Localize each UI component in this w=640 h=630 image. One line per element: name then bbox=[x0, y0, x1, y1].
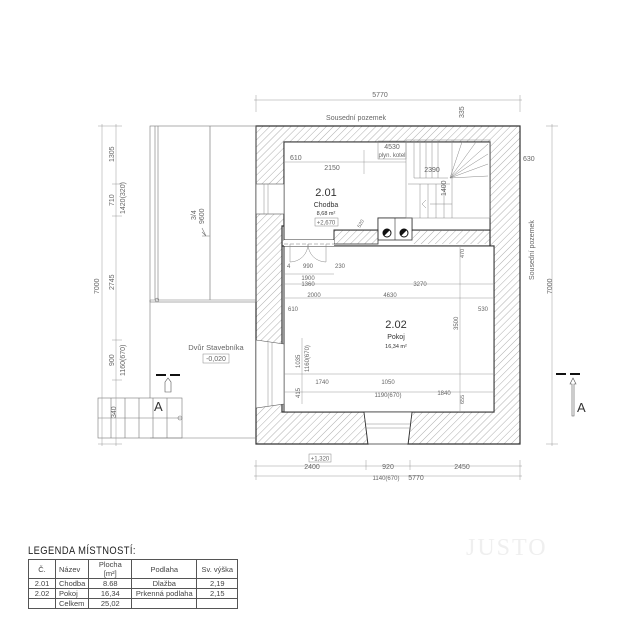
room-dim-610: 610 bbox=[288, 307, 299, 313]
legend-header: Plocha [m²] bbox=[88, 559, 133, 579]
room-dim-1190: 1190(670) bbox=[375, 393, 402, 399]
legend-cell: Celkem bbox=[54, 598, 90, 609]
room-legend: LEGENDA MÍSTNOSTÍ: Č. Název Plocha [m²] … bbox=[28, 545, 239, 609]
boiler-label: plyn. kotel bbox=[378, 153, 405, 159]
yard-length-dim: 9600 bbox=[199, 208, 206, 224]
section-marker-right: A bbox=[556, 373, 586, 417]
left-total-dim: 7000 bbox=[94, 278, 101, 294]
yard bbox=[97, 125, 257, 439]
bottom-level: +1,320 bbox=[311, 457, 330, 463]
room-dim-1160: 1160(670) bbox=[305, 345, 311, 372]
yard-slope-label: 3/4 bbox=[191, 210, 198, 220]
walls bbox=[255, 125, 521, 445]
room-2-02-name: Pokoj bbox=[387, 334, 405, 341]
legend-cell: Dlažba bbox=[131, 578, 198, 589]
table-row: 2.01 Chodba 8.68 Dlažba 2,19 bbox=[28, 578, 239, 589]
yard-name: Dvůr Stavebníka bbox=[188, 343, 244, 352]
dim-470: 470 bbox=[460, 249, 466, 258]
room-2-02-area: 16,34 m² bbox=[385, 344, 407, 350]
room-2-02-number: 2.02 bbox=[385, 319, 406, 331]
watermark: JUSTO bbox=[466, 535, 548, 561]
section-label-right: A bbox=[577, 400, 586, 415]
door-dim-1900: 1900 bbox=[301, 276, 315, 282]
room-dim-415: 415 bbox=[296, 387, 302, 398]
top-neighbor-label: Sousední pozemek bbox=[326, 115, 386, 122]
room-2-01-level: +2,670 bbox=[317, 221, 336, 227]
bottom-dim-1140: 1140(670) bbox=[373, 476, 400, 482]
left-dim-2745: 2745 bbox=[109, 274, 116, 290]
corridor-dim-1400: 1400 bbox=[441, 180, 448, 196]
door-dim-230: 230 bbox=[335, 264, 346, 270]
bottom-dim-2400: 2400 bbox=[304, 464, 320, 471]
dim-3270: 3270 bbox=[413, 282, 427, 288]
left-dim-900: 900 bbox=[109, 354, 116, 366]
corridor-dim-2150: 2150 bbox=[324, 165, 340, 172]
dim-4530: 4530 bbox=[384, 144, 400, 151]
right-neighbor-label: Sousední pozemek bbox=[529, 220, 536, 280]
room-dim-1840: 1840 bbox=[437, 391, 451, 397]
room-dim-1035: 1035 bbox=[296, 354, 302, 368]
staircase bbox=[405, 139, 491, 219]
legend-cell bbox=[196, 598, 239, 609]
legend-cell bbox=[28, 598, 56, 609]
room-dim-3500: 3500 bbox=[454, 316, 460, 330]
legend-header: Sv. výška bbox=[196, 559, 239, 579]
right-total-dim: 7000 bbox=[547, 278, 554, 294]
legend-cell: 8.68 bbox=[88, 578, 133, 589]
legend-cell: 2.02 bbox=[28, 588, 56, 599]
corridor-dim-610: 610 bbox=[290, 155, 302, 162]
legend-cell: 2,19 bbox=[196, 578, 239, 589]
room-2-01-number: 2.01 bbox=[315, 187, 336, 199]
top-dimension: 5770 bbox=[372, 92, 388, 99]
yard-level: -0,020 bbox=[206, 356, 226, 363]
right-wall-dim: 630 bbox=[523, 156, 535, 163]
legend-cell: Pokoj bbox=[54, 588, 90, 599]
room-dim-655: 655 bbox=[460, 395, 466, 404]
legend-cell: Prkenná podlaha bbox=[131, 588, 198, 599]
door-dim-990: 990 bbox=[303, 264, 314, 270]
legend-table: Č. Název Plocha [m²] Podlaha Sv. výška 2… bbox=[28, 559, 239, 609]
bottom-dim-2450: 2450 bbox=[454, 464, 470, 471]
legend-cell: 2.01 bbox=[28, 578, 56, 589]
legend-header: Podlaha bbox=[131, 559, 198, 579]
table-row: 2.02 Pokoj 16,34 Prkenná podlaha 2,15 bbox=[28, 588, 239, 599]
room-dim-1740: 1740 bbox=[315, 380, 329, 386]
section-label-left: A bbox=[154, 399, 163, 414]
left-dim-340: 340 bbox=[111, 406, 118, 418]
section-marker-left: A bbox=[154, 374, 180, 414]
legend-title: LEGENDA MÍSTNOSTÍ: bbox=[28, 545, 136, 557]
legend-cell: Chodba bbox=[54, 578, 90, 589]
left-dim-1305: 1305 bbox=[109, 146, 116, 162]
left-dim-1420: 1420(320) bbox=[120, 182, 127, 214]
room-2-01-name: Chodba bbox=[314, 202, 339, 209]
dimension-lines bbox=[98, 95, 558, 480]
legend-cell: 16,34 bbox=[88, 588, 133, 599]
room-2-01-area: 8,68 m² bbox=[317, 211, 336, 217]
room-dim-530: 530 bbox=[478, 307, 489, 313]
door-dim-4: 4 bbox=[287, 264, 291, 270]
left-dim-710: 710 bbox=[109, 194, 116, 206]
dim-4630: 4630 bbox=[383, 293, 397, 299]
legend-header: Název bbox=[54, 559, 90, 579]
room-dim-1050: 1050 bbox=[381, 380, 395, 386]
top-wall-dim: 335 bbox=[459, 106, 466, 118]
legend-cell: 25,02 bbox=[88, 598, 133, 609]
table-row: Celkem 25,02 bbox=[28, 598, 239, 609]
legend-header: Č. bbox=[28, 559, 56, 579]
legend-header-row: Č. Název Plocha [m²] Podlaha Sv. výška bbox=[28, 559, 239, 579]
legend-cell: 2,15 bbox=[196, 588, 239, 599]
left-dim-1160: 1160(670) bbox=[120, 345, 127, 376]
dim-2000: 2000 bbox=[307, 293, 321, 299]
legend-cell bbox=[131, 598, 198, 609]
dim-1360: 1360 bbox=[301, 282, 315, 288]
corridor-dim-2390: 2390 bbox=[424, 167, 440, 174]
bottom-dim-5770: 5770 bbox=[408, 475, 424, 482]
bottom-dim-920: 920 bbox=[382, 464, 394, 471]
corridor-dim-520: 520 bbox=[357, 219, 366, 229]
